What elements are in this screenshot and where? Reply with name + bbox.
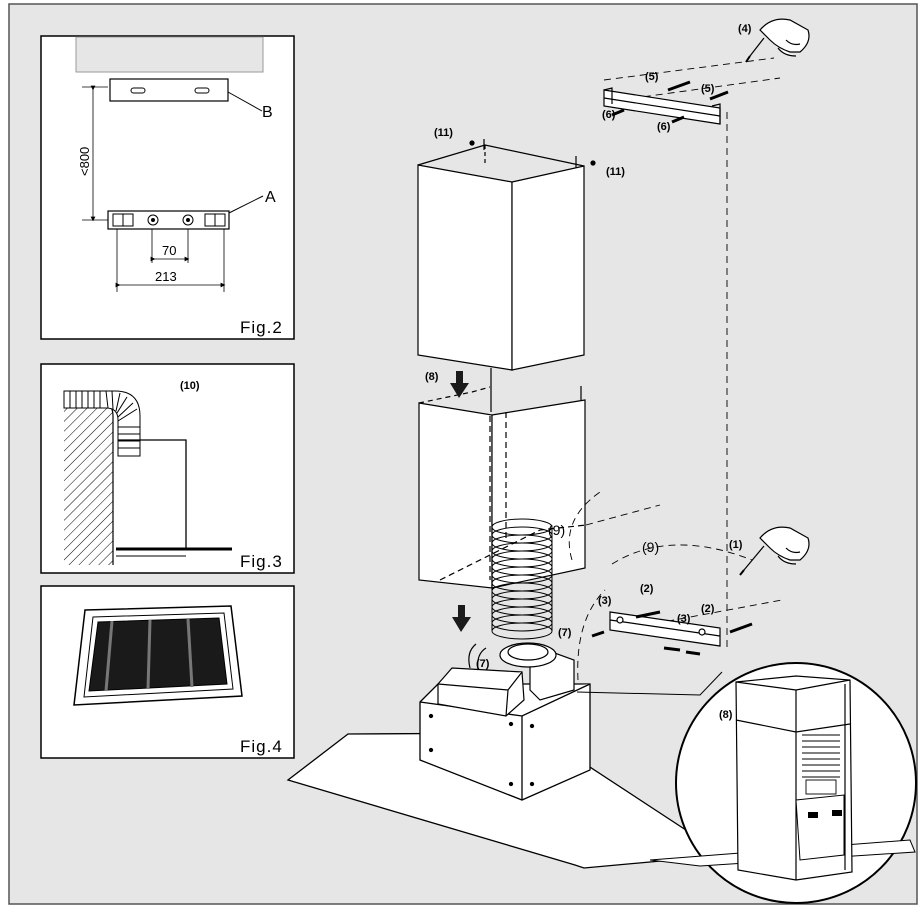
callout-7a: (7) [558, 627, 572, 639]
fig3-callout-10: (10) [180, 380, 200, 392]
assembly-arrows [450, 371, 471, 632]
lower-chimney [418, 368, 587, 589]
hand-pencil-bottom [739, 526, 810, 576]
callout-5b: (5) [701, 83, 715, 95]
callout-3b: (3) [677, 613, 691, 625]
callout-5a: (5) [645, 71, 659, 83]
dim-height-label: <800 [77, 147, 92, 176]
callout-9a: (9) [548, 522, 565, 538]
dim-holes-label: 70 [162, 243, 176, 258]
detail-callout-8: (8) [719, 709, 733, 721]
callout-6a: (6) [602, 109, 616, 121]
hood-side-view [118, 439, 187, 549]
bracket-b [109, 78, 229, 102]
callout-8: (8) [425, 371, 439, 383]
label-b: B [262, 104, 273, 121]
upper-chimney [417, 139, 596, 371]
motor-unit [437, 642, 575, 717]
bracket-a [107, 210, 230, 230]
callout-7b: (7) [476, 658, 490, 670]
callout-11b: (11) [606, 166, 625, 178]
detail-duct [802, 734, 840, 795]
fig2-caption: Fig.2 [240, 318, 283, 337]
callout-2b: (2) [701, 603, 715, 615]
detail-inset: (8) [576, 662, 917, 904]
callout-9b: (9) [642, 539, 659, 555]
label-a: A [265, 189, 276, 206]
hand-pencil-top [745, 18, 810, 63]
flexible-duct [491, 518, 553, 640]
wall-hatch [64, 402, 113, 565]
callout-4: (4) [738, 23, 752, 35]
upper-wall-bracket [603, 80, 729, 125]
fig2-panel: B <800 A 70 213 Fig.2 [40, 35, 295, 340]
callout-11a: (11) [434, 127, 453, 139]
callout-6b: (6) [657, 121, 671, 133]
fig3-panel: (10) Fig.3 [40, 363, 295, 574]
lower-wall-bracket [591, 610, 753, 656]
callout-3a: (3) [598, 595, 612, 607]
fig3-caption: Fig.3 [240, 552, 283, 571]
fig4-caption: Fig.4 [240, 737, 283, 756]
dim-width-label: 213 [155, 269, 177, 284]
fig4-panel: Fig.4 [40, 585, 295, 759]
carbon-filter [73, 605, 243, 706]
callout-1: (1) [729, 539, 743, 551]
callout-2a: (2) [640, 583, 654, 595]
main-assembly: (4) (5) (5) (6) (6) (11) (11) (8) (9) (9… [286, 18, 810, 869]
callout-labels: (4) (5) (5) (6) (6) (11) (11) (8) (9) (9… [425, 23, 752, 670]
ceiling-block [75, 36, 264, 73]
